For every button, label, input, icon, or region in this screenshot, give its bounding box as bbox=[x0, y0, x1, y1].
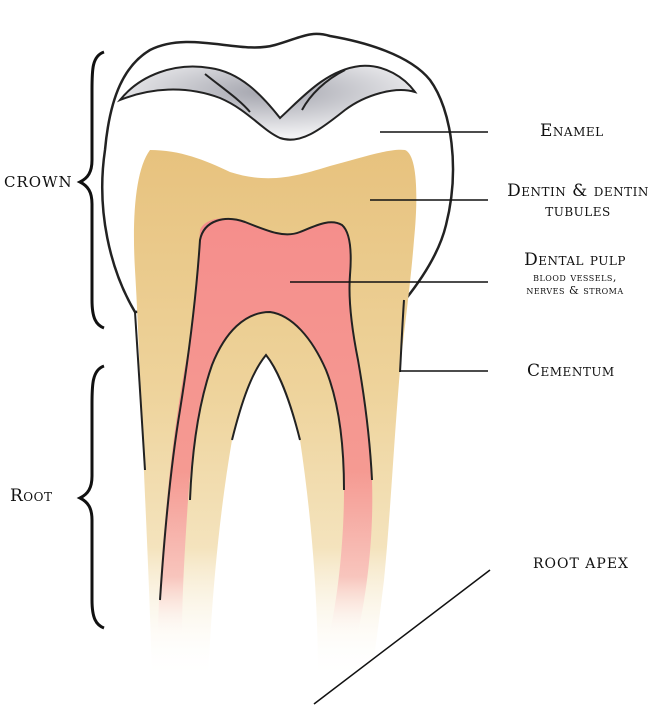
cusp-line bbox=[204, 73, 251, 113]
root-label: Root bbox=[10, 486, 53, 506]
pulp-label-sub2: nerves & stroma bbox=[526, 284, 624, 297]
pulp-outline bbox=[159, 218, 373, 601]
root-apex-label: ROOT APEX bbox=[533, 556, 630, 572]
crown-label: CROWN bbox=[4, 173, 73, 191]
leader-root-apex bbox=[313, 569, 491, 705]
root-inner-outline bbox=[231, 353, 301, 441]
root-brace bbox=[76, 364, 105, 630]
pulp-label-sub1: blood vessels, bbox=[533, 271, 617, 284]
dentin-outline bbox=[134, 311, 146, 471]
dentin-label-line1: Dentin & dentin bbox=[507, 181, 649, 201]
pulp-label-title: Dental pulp bbox=[524, 250, 626, 270]
dentin-label: Dentin & dentin tubules bbox=[493, 181, 663, 221]
cusp-line bbox=[301, 69, 346, 111]
occlusal-surface-shape bbox=[116, 64, 418, 141]
crown-brace bbox=[76, 50, 105, 330]
dentin-label-line2: tubules bbox=[545, 201, 611, 221]
cementum-label: Cementum bbox=[527, 361, 615, 381]
cementum-outline bbox=[399, 299, 405, 373]
pulp-inner-outline bbox=[189, 310, 345, 501]
pulp-label: Dental pulp blood vessels, nerves & stro… bbox=[495, 250, 655, 297]
enamel-label: Enamel bbox=[540, 121, 604, 141]
pulp-shape bbox=[158, 218, 373, 641]
